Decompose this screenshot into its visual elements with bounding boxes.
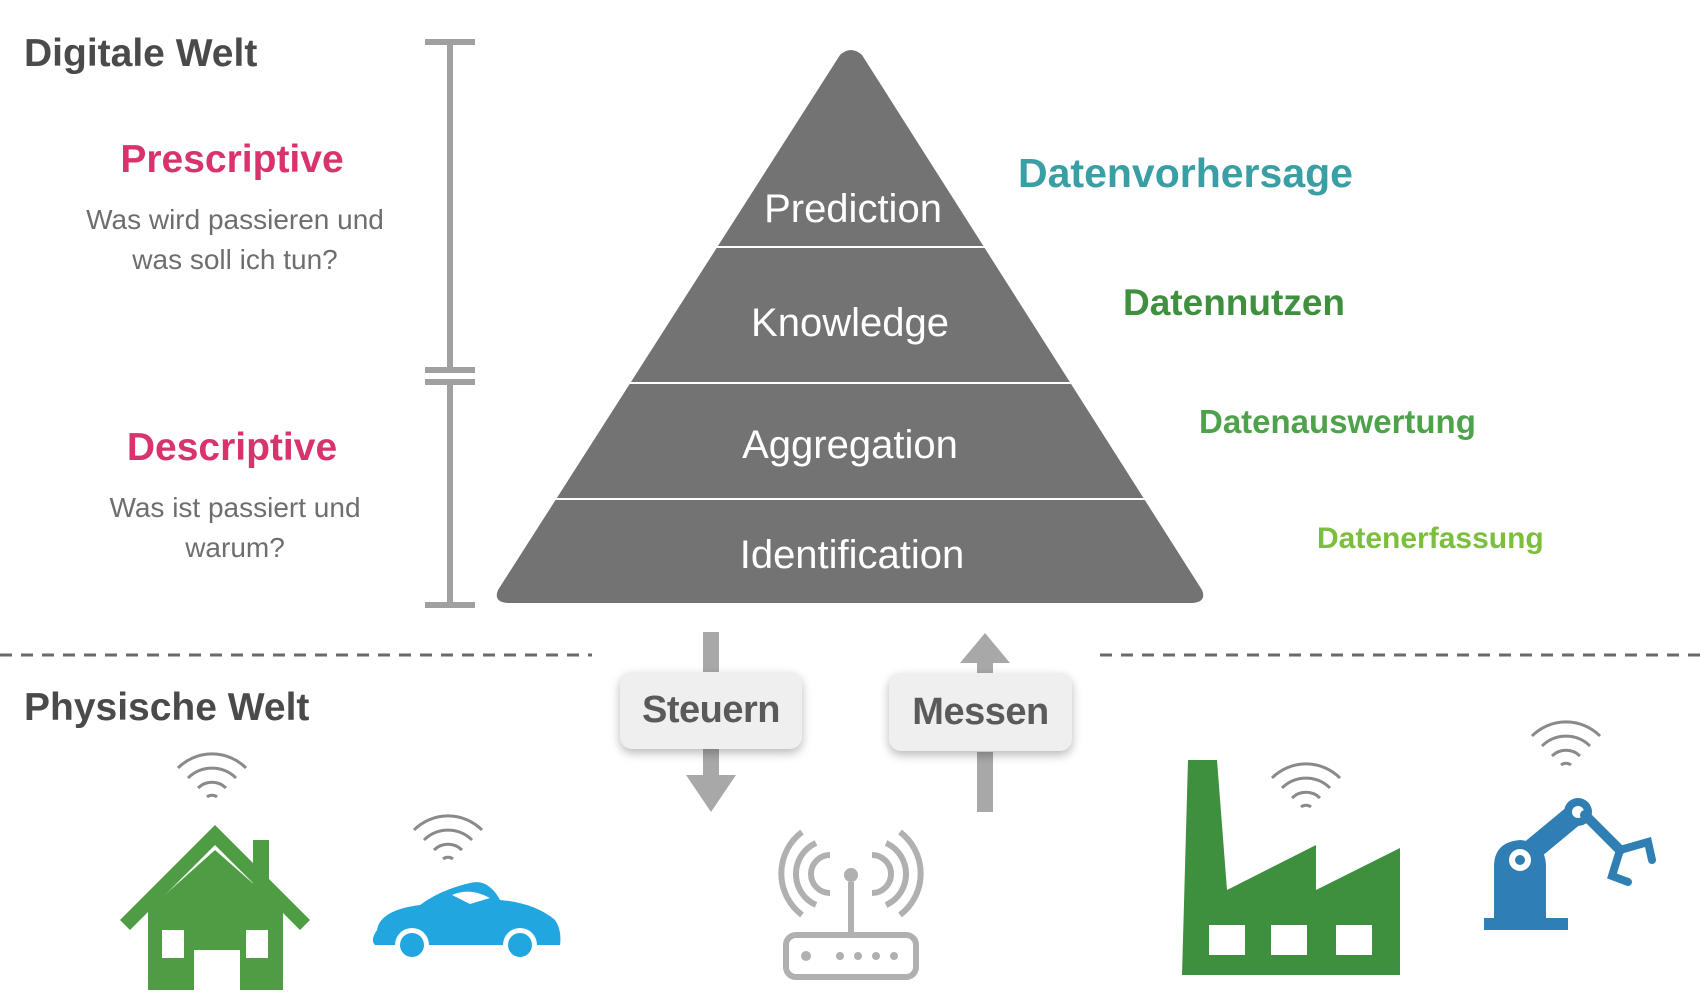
descriptive-text-line1: Was ist passiert und (109, 492, 361, 523)
world-separator (0, 653, 1700, 657)
wifi-icon (176, 752, 248, 799)
scope-brackets (425, 39, 475, 608)
measure-arrow (960, 633, 1010, 812)
pyramid-level-knowledge: Knowledge (751, 301, 949, 345)
wifi-icon (1530, 720, 1602, 767)
digital-world-title: Digitale Welt (24, 32, 258, 75)
robot-arm-icon (1484, 720, 1656, 930)
wifi-icon (1270, 762, 1342, 809)
measure-button[interactable]: Messen (889, 673, 1072, 751)
pyramid-level-identification: Identification (740, 533, 965, 577)
pyramid-shape (496, 50, 1204, 603)
physical-world-title: Physische Welt (24, 686, 310, 729)
wifi-icon (412, 814, 484, 861)
car-icon (372, 814, 561, 962)
prescriptive-text-line1: Was wird passieren und (86, 204, 384, 235)
prescriptive-text-line2: was soll ich tun? (132, 244, 338, 275)
level-label-datenauswertung: Datenauswertung (1199, 403, 1476, 440)
level-label-datenerfassung: Datenerfassung (1317, 522, 1544, 555)
arrows (686, 632, 1010, 812)
prescriptive-title: Prescriptive (120, 138, 344, 181)
house-icon (120, 752, 310, 990)
router-icon (778, 829, 924, 980)
control-button[interactable]: Steuern (620, 672, 802, 749)
descriptive-text-line2: warum? (185, 532, 285, 563)
control-arrow (686, 632, 736, 812)
descriptive-title: Descriptive (126, 426, 338, 469)
level-label-datenvorhersage: Datenvorhersage (1018, 150, 1353, 196)
factory-icon (1182, 760, 1400, 975)
pyramid-level-aggregation: Aggregation (742, 423, 958, 467)
pyramid-level-prediction: Prediction (764, 187, 942, 231)
data-pyramid: Prediction Knowledge Aggregation Identif… (496, 50, 1204, 603)
level-label-datennutzen: Datennutzen (1123, 282, 1345, 323)
